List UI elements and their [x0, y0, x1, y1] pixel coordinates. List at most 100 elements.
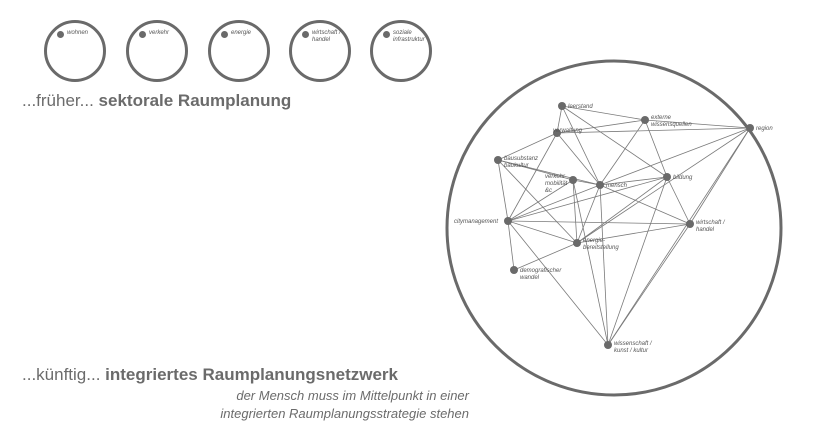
sector-label: soziale infrastruktur [393, 30, 425, 43]
node-dot [510, 266, 518, 274]
edge-externe-mensch [599, 119, 646, 186]
node-dot [139, 31, 146, 38]
edge-energie-demografischer [513, 242, 578, 271]
node-dot [596, 181, 604, 189]
node-dot [558, 102, 566, 110]
edge-externe-region [644, 119, 751, 129]
edge-verwaltung-citymanagement [507, 132, 558, 222]
node-dot [573, 239, 581, 247]
heading-future-prefix: ...künftig... [22, 365, 106, 384]
edge-verkehr-citymanagement [507, 179, 574, 222]
edge-region-energie [576, 127, 751, 244]
node-label: mensch [606, 183, 628, 189]
node-wirtschaft: wirtschaft /handel [686, 220, 726, 233]
node-citymanagement: citymanagement [454, 217, 512, 225]
heading-future: ...künftig... integriertes Raumplanungsn… [22, 365, 398, 385]
edge-leerstand-mensch [561, 105, 601, 186]
sector-label: wohnen [67, 30, 89, 36]
node-label: bildung [673, 175, 693, 181]
heading-past: ...früher... sektorale Raumplanung [22, 91, 291, 111]
node-dot [302, 31, 309, 38]
edge-mensch-bildung [599, 176, 668, 186]
node-wissenschaft: wissenschaft /kunst / kultur [604, 341, 653, 354]
sector-circle-soziale-infrastruktur: soziale infrastruktur [370, 20, 432, 82]
network-boundary-circle [445, 59, 783, 397]
sector-label: energie [231, 30, 252, 36]
edge-bausubstanz-citymanagement [497, 159, 509, 222]
edge-bildung-energie [576, 176, 668, 244]
node-energie: energie-bereitstellung [573, 238, 619, 251]
node-dot [569, 176, 577, 184]
edge-bildung-citymanagement [507, 176, 668, 222]
node-bildung: bildung [663, 173, 693, 181]
edge-citymanagement-energie [507, 220, 578, 244]
subtitle-line-1: der Mensch muss im Mittelpunkt in einer [236, 388, 469, 403]
node-label: wirtschaft /handel [696, 220, 726, 233]
edge-mensch-energie [576, 184, 601, 244]
subtitle-line-2: integrierten Raumplanungsstrategie stehe… [220, 406, 469, 421]
sector-circle-wohnen: wohnen [44, 20, 106, 82]
edge-leerstand-externe [561, 105, 646, 121]
edge-bausubstanz-energie [497, 159, 578, 244]
heading-past-bold: sektorale Raumplanung [98, 91, 292, 110]
node-label: verwaltung [553, 128, 583, 134]
edge-verwaltung-region [556, 127, 751, 134]
node-leerstand: leerstand [558, 102, 593, 110]
edge-mensch-wirtschaft [599, 184, 691, 225]
heading-future-bold: integriertes Raumplanungsnetzwerk [105, 365, 398, 384]
node-verwaltung: verwaltung [553, 128, 583, 137]
edge-externe-bildung [644, 119, 668, 178]
sector-label: verkehr [149, 30, 170, 36]
edge-region-wissenschaft [607, 127, 751, 346]
edge-energie-wirtschaft [576, 223, 691, 244]
node-dot [746, 124, 754, 132]
network-edges [497, 105, 751, 346]
node-region: region [746, 124, 773, 132]
edge-verwaltung-bausubstanz [497, 132, 558, 161]
node-dot [604, 341, 612, 349]
node-label: energie-bereitstellung [583, 238, 619, 251]
edge-bildung-wirtschaft [666, 176, 691, 225]
edge-verkehr-wissenschaft [572, 179, 609, 346]
node-label: region [756, 126, 773, 132]
node-dot [221, 31, 228, 38]
heading-past-prefix: ...früher... [22, 91, 99, 110]
edge-bausubstanz-mensch [497, 159, 601, 186]
node-label: wissenschaft /kunst / kultur [614, 341, 653, 354]
node-dot [57, 31, 64, 38]
edge-mensch-citymanagement [507, 184, 601, 222]
edge-citymanagement-wirtschaft [507, 220, 691, 225]
edge-bildung-wissenschaft [607, 176, 668, 346]
node-dot [553, 129, 561, 137]
edge-citymanagement-wissenschaft [507, 220, 609, 346]
node-dot [383, 31, 390, 38]
edge-verkehr-energie [572, 179, 578, 244]
edge-wirtschaft-wissenschaft [607, 223, 691, 346]
sector-circle-wirtschaft: wirtschaft / handel [289, 20, 351, 82]
edge-verkehr-mensch [572, 179, 601, 186]
node-mensch: mensch [596, 181, 628, 189]
node-label: citymanagement [454, 219, 498, 225]
node-dot [641, 116, 649, 124]
node-dot [663, 173, 671, 181]
edge-leerstand-verwaltung [556, 105, 563, 134]
node-dot [494, 156, 502, 164]
sector-circle-verkehr: verkehr [126, 20, 188, 82]
node-dot [686, 220, 694, 228]
sector-circle-energie: energie [208, 20, 270, 82]
edge-citymanagement-demografischer [507, 220, 515, 271]
edge-verwaltung-mensch [556, 132, 601, 186]
edge-externe-verwaltung [556, 119, 646, 134]
node-dot [504, 217, 512, 225]
sector-label: wirtschaft / handel [312, 30, 341, 43]
node-label: leerstand [568, 104, 593, 110]
